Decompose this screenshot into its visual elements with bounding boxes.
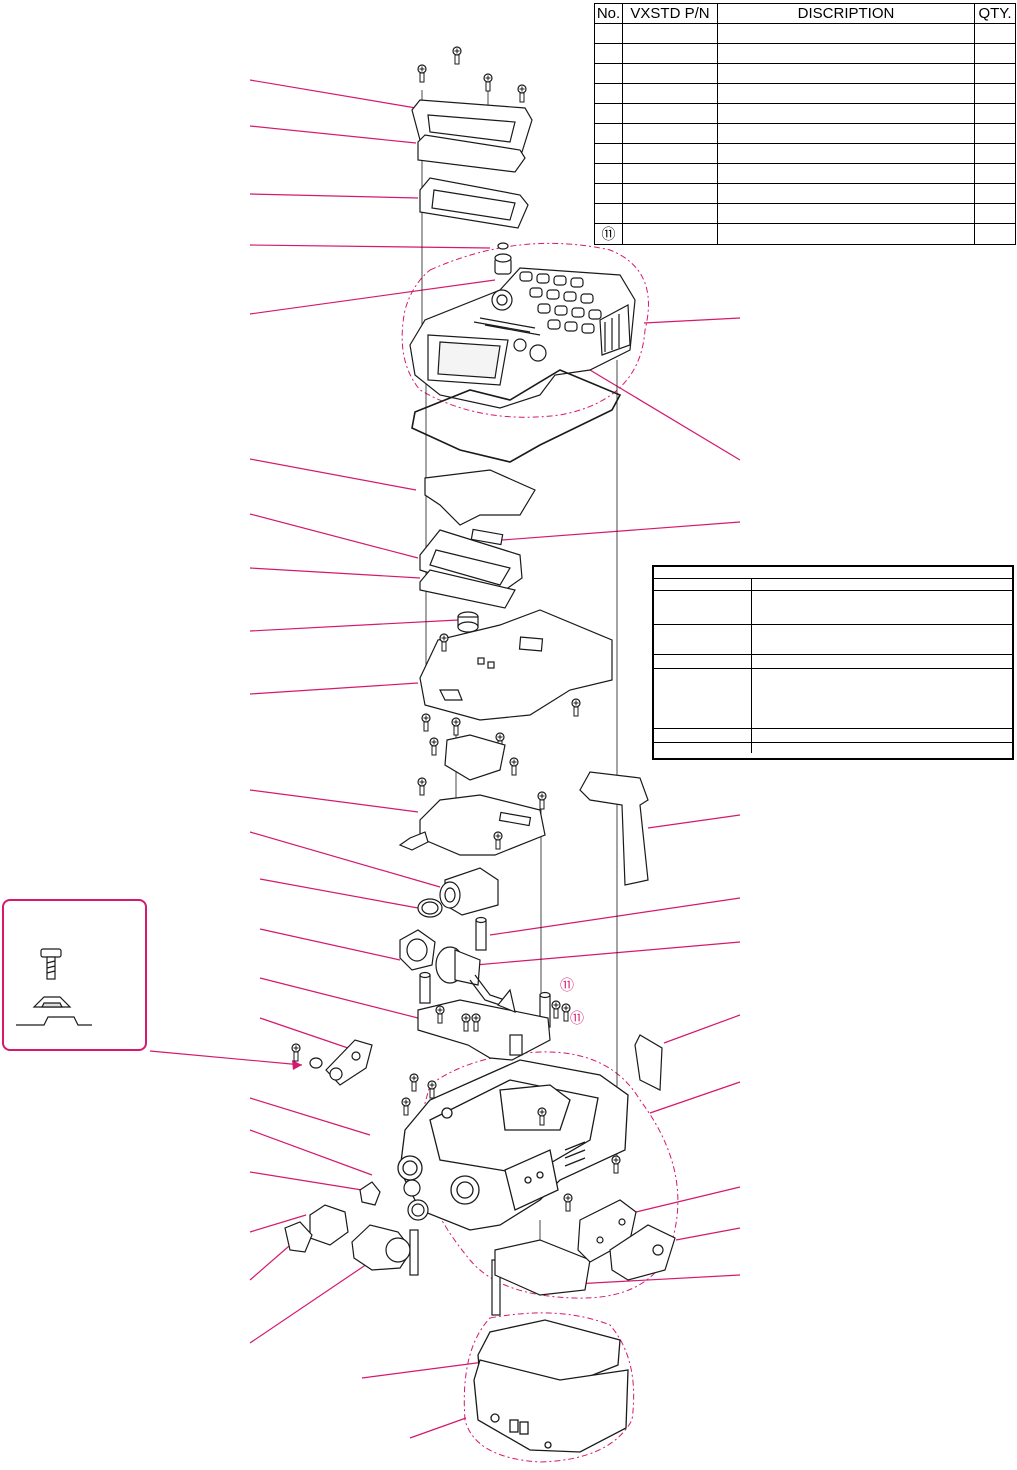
keypad-keys [519, 271, 602, 334]
row-no [594, 23, 623, 44]
table-row [594, 163, 1016, 184]
row-desc [717, 43, 975, 64]
row-pn [622, 23, 718, 44]
inset-detail-drawing [16, 948, 92, 1026]
row-no [594, 183, 623, 204]
row-no [594, 203, 623, 224]
row-qty [974, 43, 1016, 64]
col-header-qty: QTY. [974, 3, 1016, 24]
row-qty [974, 83, 1016, 104]
label-sheet [494, 1239, 591, 1296]
flex-cable [579, 771, 649, 886]
lcd-layers [419, 469, 536, 609]
row-no [594, 103, 623, 124]
col-header-no: No. [594, 3, 623, 24]
dashed-outlines [401, 242, 679, 1463]
row-pn [622, 103, 718, 124]
table-row [594, 63, 1016, 84]
table-row [594, 183, 1016, 204]
mounting-bracket [309, 1039, 373, 1086]
col-header-pn: VXSTD P/N [622, 3, 718, 24]
row-qty [974, 163, 1016, 184]
parts-table: No. VXSTD P/N DISCRIPTION QTY. ⑪ [594, 3, 1016, 245]
row-desc [717, 103, 975, 124]
row-pn [622, 183, 718, 204]
row-pn [622, 143, 718, 164]
row-no [594, 43, 623, 64]
shield-plate [419, 609, 613, 721]
parts-table-header: No. VXSTD P/N DISCRIPTION QTY. [594, 3, 1016, 24]
row-no [594, 163, 623, 184]
row-no [594, 83, 623, 104]
row-desc [717, 63, 975, 84]
table-row [594, 203, 1016, 224]
row-desc [717, 143, 975, 164]
row-desc [717, 83, 975, 104]
row-pn [622, 43, 718, 64]
row-desc [717, 163, 975, 184]
table-row [594, 123, 1016, 144]
callout-11-a: ⑪ [560, 978, 574, 994]
col-header-description: DISCRIPTION [717, 3, 975, 24]
arrow-head [292, 1060, 302, 1070]
row-qty [974, 63, 1016, 84]
notes-table [654, 578, 1012, 753]
row-no [594, 143, 623, 164]
row-qty [974, 123, 1016, 144]
table-row [594, 43, 1016, 64]
top-screws [417, 46, 527, 103]
row-desc [717, 23, 975, 44]
row-qty [974, 23, 1016, 44]
row-desc [717, 123, 975, 144]
row-pn [622, 223, 718, 245]
speaker [435, 946, 511, 1009]
row-qty [974, 103, 1016, 124]
row-pn [622, 203, 718, 224]
table-row: ⑪ [594, 223, 1016, 245]
row-qty [974, 203, 1016, 224]
callout-11-b: ⑪ [570, 1011, 584, 1027]
knobs [284, 1179, 501, 1316]
row-no [594, 63, 623, 84]
row-pn [622, 123, 718, 144]
chassis [397, 1059, 629, 1231]
side-covers [577, 1199, 676, 1281]
battery-pack [473, 1319, 629, 1453]
row-pn [622, 83, 718, 104]
control-pcb [398, 794, 546, 856]
row-desc [717, 203, 975, 224]
table-row [594, 83, 1016, 104]
display-frame [411, 99, 533, 229]
leader-lines-left [249, 79, 496, 1439]
encoder-knob [494, 242, 512, 275]
table-row [594, 103, 1016, 124]
notes-box [652, 565, 1014, 760]
jack [417, 867, 499, 918]
row-desc [717, 223, 975, 245]
speaker-gasket [399, 929, 436, 971]
row-qty [974, 223, 1016, 245]
table-row [594, 143, 1016, 164]
row-pn [622, 63, 718, 84]
row-no: ⑪ [594, 223, 623, 245]
row-no [594, 123, 623, 144]
row-qty [974, 183, 1016, 204]
leader-lines-right [149, 317, 741, 1286]
main-gasket [411, 369, 622, 463]
front-panel [409, 267, 636, 409]
inset-detail-box [2, 899, 147, 1051]
main-pcb [417, 988, 551, 1061]
row-desc [717, 183, 975, 204]
battery-clip [634, 1034, 663, 1091]
table-row [594, 23, 1016, 44]
row-pn [622, 163, 718, 184]
small-board [444, 734, 506, 781]
row-qty [974, 143, 1016, 164]
